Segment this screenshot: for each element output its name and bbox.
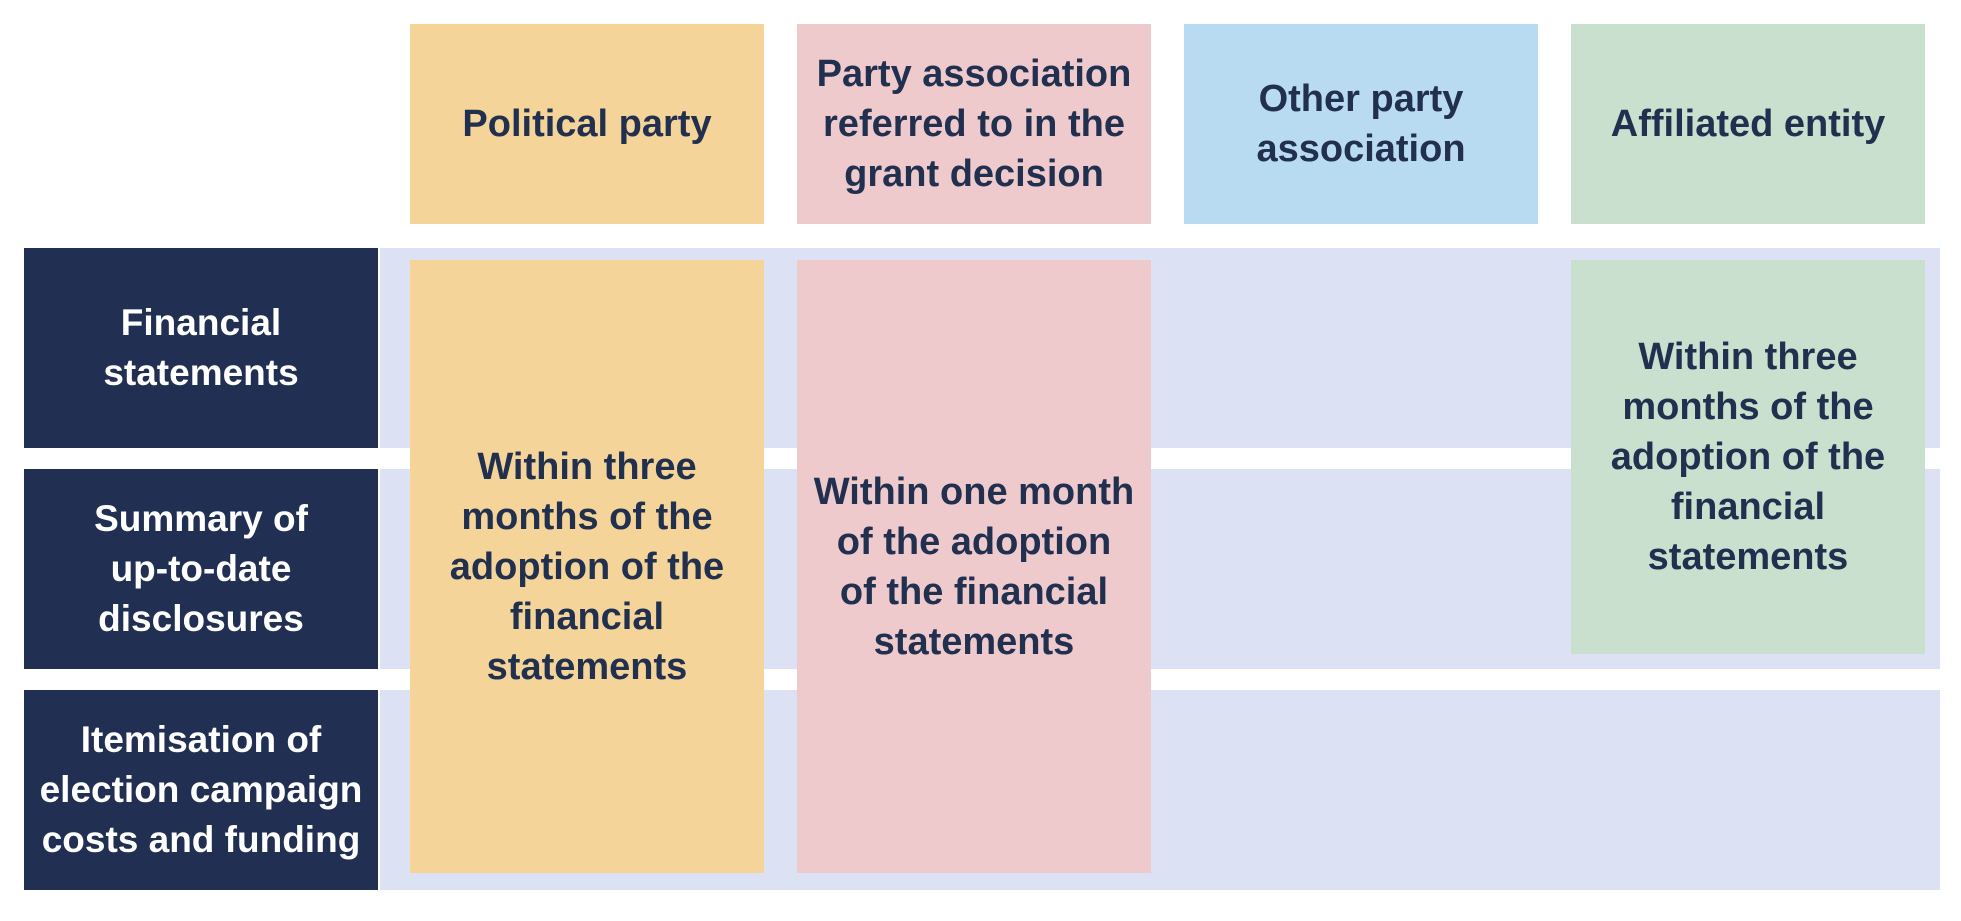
- row-header-summary-of-disclosures: Summary of up-to-date disclosures: [24, 469, 378, 669]
- row-header-label: Itemisation of election campaign costs a…: [39, 719, 363, 860]
- deadline-text: Within three months of the adoption of t…: [449, 445, 725, 688]
- row-header-financial-statements: Financial statements: [24, 248, 378, 448]
- column-header-label: Other party association: [1256, 78, 1466, 170]
- column-header-other-party-association: Other party association: [1184, 24, 1538, 224]
- column-header-party-association: Party association referred to in the gra…: [797, 24, 1151, 224]
- deadline-affiliated-entity: Within three months of the adoption of t…: [1571, 260, 1925, 654]
- deadline-text: Within one month of the adoption of the …: [813, 470, 1135, 663]
- deadline-text: Within three months of the adoption of t…: [1610, 336, 1886, 578]
- column-header-political-party: Political party: [410, 24, 764, 224]
- column-header-label: Political party: [462, 103, 712, 145]
- column-header-label: Affiliated entity: [1610, 103, 1886, 145]
- deadline-party-association: Within one month of the adoption of the …: [797, 260, 1151, 873]
- column-header-affiliated-entity: Affiliated entity: [1571, 24, 1925, 224]
- row-header-itemisation: Itemisation of election campaign costs a…: [24, 690, 378, 890]
- row-header-label: Financial statements: [103, 302, 299, 393]
- row-header-label: Summary of up-to-date disclosures: [94, 498, 308, 639]
- column-header-label: Party association referred to in the gra…: [816, 53, 1132, 195]
- deadline-political-party: Within three months of the adoption of t…: [410, 260, 764, 873]
